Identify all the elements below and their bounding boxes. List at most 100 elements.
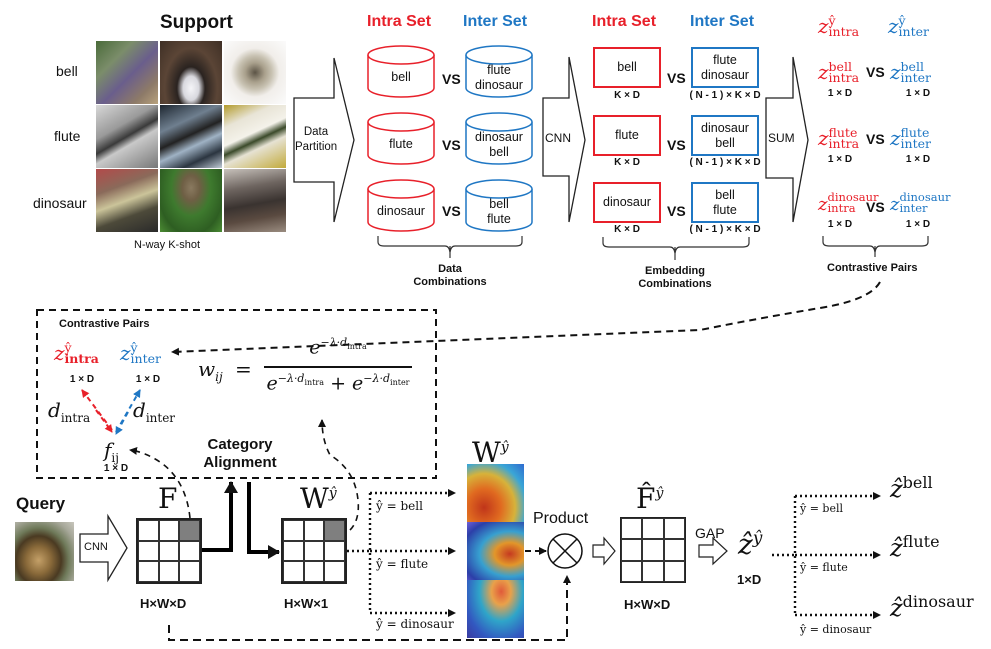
vs-label: VS	[866, 199, 885, 215]
sum-label: SUM	[768, 131, 795, 145]
cylinder-intra-label: bell	[391, 70, 411, 84]
heatmap-dinosaur	[467, 580, 524, 638]
inter-dim-label: ( N - 1 ) × K × D	[689, 224, 761, 235]
grid-cell	[158, 540, 180, 562]
f-ij-dim: 1 × D	[103, 463, 129, 474]
f-hat-title: F̂ŷ	[636, 482, 663, 515]
math-token: intra	[347, 342, 367, 352]
inter-class: bell	[715, 135, 735, 150]
product-operator-icon	[547, 533, 583, 569]
pair-dim-label: 1 × D	[827, 154, 853, 165]
grid-cell	[303, 520, 325, 541]
output-z-hat-bell: ẑbell	[890, 473, 933, 503]
math-token: z	[890, 194, 900, 215]
alignment-to-w-arrow	[247, 482, 280, 559]
pair-dim-label: 1 × D	[827, 88, 853, 99]
intra-cylinders	[367, 45, 435, 232]
gap-label: GAP	[695, 525, 725, 541]
math-token: inter	[900, 69, 931, 85]
cylinder-intra-bell	[367, 45, 435, 98]
math-token: z	[818, 14, 829, 38]
branch-condition: ŷ = flute	[376, 557, 429, 571]
math-token: intra	[828, 135, 860, 151]
inter-class: bell	[489, 145, 509, 159]
grid-cell	[283, 520, 304, 541]
f-hat-grid	[620, 517, 686, 583]
pair-dim-label: 1 × D	[905, 88, 931, 99]
grid-cell	[663, 560, 685, 582]
math-token: bell	[900, 58, 924, 74]
support-image-flute-2	[160, 105, 222, 168]
grid-cell	[621, 539, 643, 561]
cylinder-intra-label: flute	[389, 137, 413, 151]
embedding-intra-box: dinosaur	[593, 182, 661, 223]
grid-cell	[642, 518, 664, 540]
math-token: bell	[902, 473, 933, 492]
embedding-inter-set-header: Inter Set	[690, 13, 755, 30]
d-inter-arrow	[115, 389, 141, 433]
math-token: z	[818, 194, 828, 215]
math-token: dinosaur	[902, 592, 974, 611]
w-cell-to-formula-arrow	[318, 419, 360, 531]
math-token: ẑ	[890, 594, 903, 622]
grid-cell	[621, 518, 643, 540]
cylinder-inter-label: dinosaur bell	[466, 130, 532, 160]
gap-arrow	[698, 536, 728, 566]
w-branch-lines	[347, 489, 456, 617]
math-token: intra	[827, 201, 856, 215]
label-line: Category	[207, 436, 273, 453]
support-image-flute-1	[96, 105, 158, 168]
f-cell-to-fij-arrow	[129, 446, 191, 519]
math-token: ij	[215, 370, 223, 384]
grid-cell	[138, 540, 159, 562]
data-intra-set-header: Intra Set	[367, 13, 432, 30]
math-token: +	[330, 372, 346, 395]
math-token: f	[104, 438, 112, 462]
math-token: W	[300, 482, 329, 515]
cnn-label: CNN	[545, 131, 571, 145]
inter-class: flute	[487, 212, 511, 226]
math-token: ẑ	[890, 475, 903, 503]
math-token: intra	[828, 69, 860, 85]
math-token: intra	[828, 23, 860, 39]
z-inter-dim: 1 × D	[135, 374, 161, 385]
output-z-hat-flute: ẑflute	[890, 532, 940, 562]
data-inter-set-header: Inter Set	[463, 13, 528, 30]
math-token: inter	[390, 378, 410, 388]
grid-cell	[283, 540, 304, 562]
alignment-box-title: Contrastive Pairs	[59, 318, 150, 330]
grid-cell	[642, 560, 664, 582]
math-token: inter	[130, 350, 161, 366]
intra-dim-label: K × D	[614, 157, 640, 168]
f-matrix-title: F	[158, 482, 178, 515]
math-token: e	[309, 336, 321, 359]
category-alignment-label: Category Alignment	[196, 436, 284, 472]
z-intra-dim: 1 × D	[69, 374, 95, 385]
math-token: bell	[828, 58, 852, 74]
math-token: z	[54, 341, 65, 365]
support-image-dinosaur-2	[160, 169, 222, 232]
inter-cylinders	[465, 45, 533, 232]
inter-class: dinosaur	[701, 67, 749, 82]
math-token: ŷ	[655, 485, 664, 502]
grid-cell	[663, 539, 685, 561]
embedding-inter-box: bell flute	[691, 182, 759, 223]
grid-cell	[303, 540, 325, 562]
support-title: Support	[160, 12, 233, 33]
math-token: ŷ	[752, 528, 763, 549]
math-token: z	[890, 126, 901, 150]
support-class-label: dinosaur	[33, 195, 87, 211]
w-matrix-title: Wŷ	[300, 482, 337, 515]
math-token: inter	[900, 135, 931, 151]
cnn-arrow-top	[542, 56, 586, 223]
grid-cell	[663, 518, 685, 540]
f-hat-dim-label: H×W×D	[624, 597, 671, 612]
d-inter-label: dinter	[133, 400, 175, 428]
